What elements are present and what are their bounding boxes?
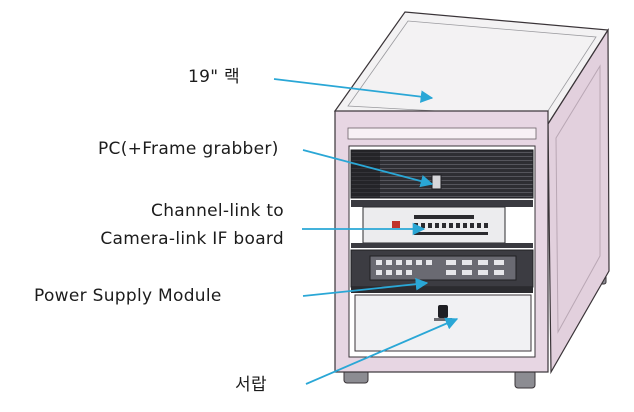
drawer: [354, 294, 532, 352]
power-supply-module: [350, 249, 534, 293]
channel-link-board: [351, 200, 533, 248]
callout-arrows: [273, 78, 459, 385]
power-supply-label: Power Supply Module: [34, 286, 222, 306]
arrow-icon: [305, 317, 459, 385]
drawer-label: 서랍: [235, 375, 267, 395]
channel-link-label-line2: Camera-link IF board: [100, 229, 284, 249]
rack-label: 19" 랙: [188, 67, 240, 87]
pc-label: PC(+Frame grabber): [98, 139, 279, 159]
rack-side-panel: [547, 27, 610, 375]
arrow-icon: [302, 277, 429, 297]
channel-link-label-line1: Channel-link to: [151, 201, 284, 221]
arrow-icon: [273, 78, 434, 103]
arrow-icon: [302, 149, 434, 188]
pc-unit: [350, 149, 534, 199]
